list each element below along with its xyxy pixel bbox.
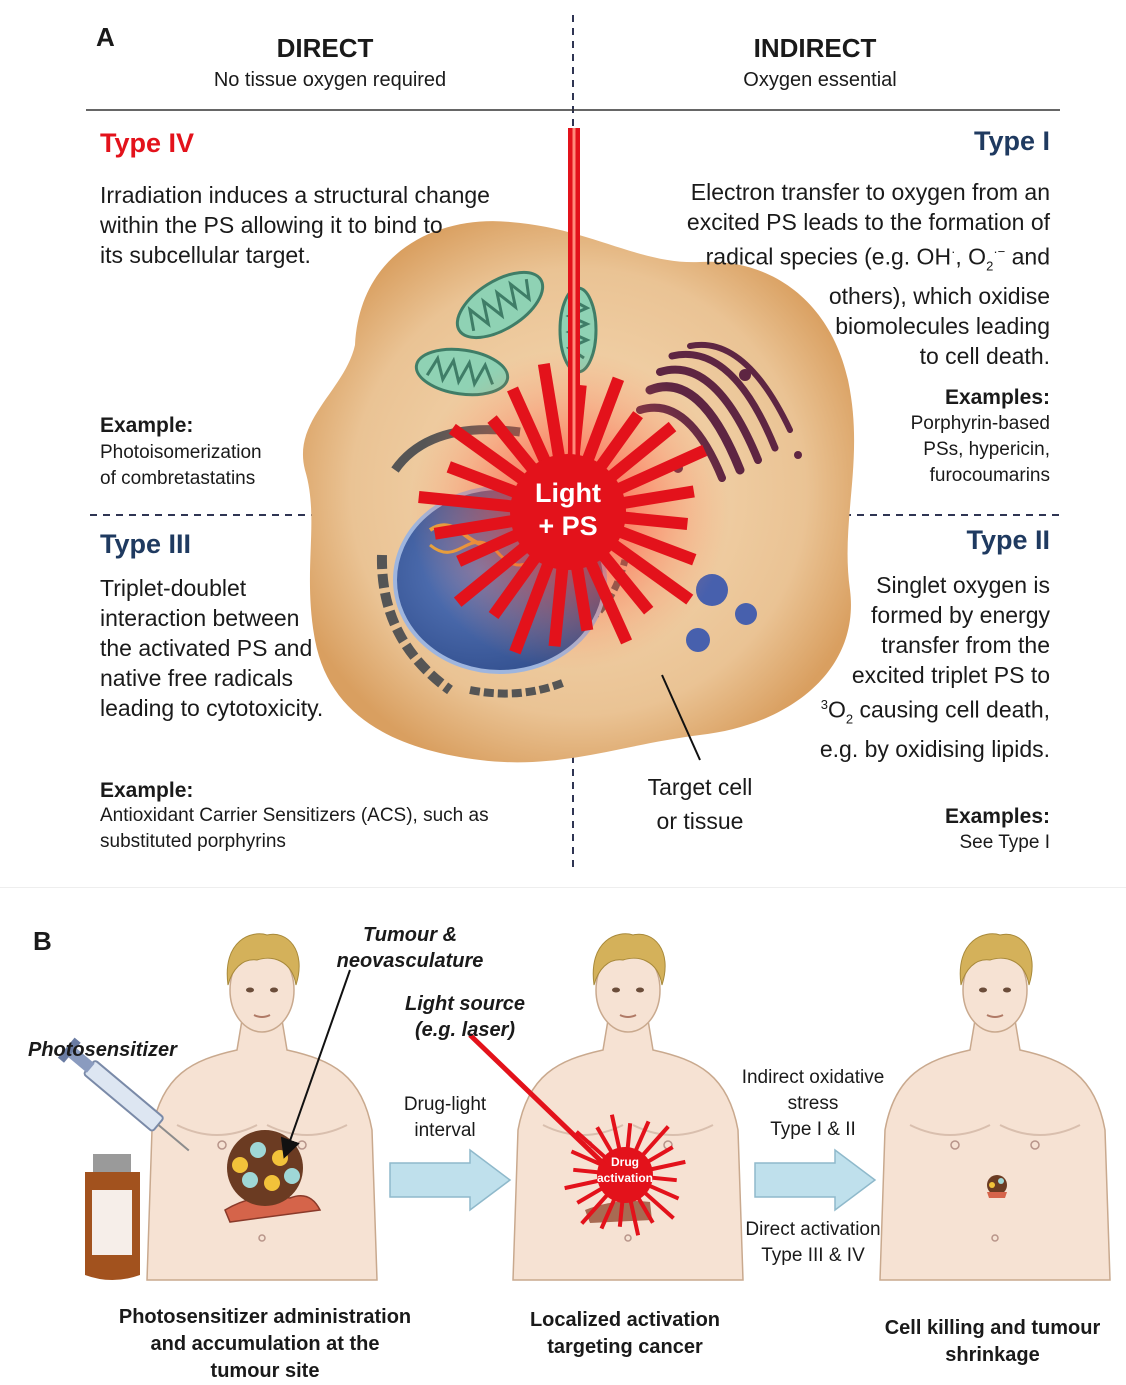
drug-light-interval-label: Drug-light interval xyxy=(385,1092,505,1144)
type-ii-title: Type II xyxy=(850,525,1050,556)
type-iv-example-title: Example: xyxy=(100,414,193,438)
type-iii-title: Type III xyxy=(100,529,191,560)
patient-3 xyxy=(880,934,1110,1280)
patient-illustrations xyxy=(0,880,1126,1300)
tumour-label: Tumour & neovasculature xyxy=(310,922,510,974)
shrunk-tumour xyxy=(987,1175,1007,1198)
type-iv-title: Type IV xyxy=(100,128,194,159)
patient-1 xyxy=(147,934,377,1280)
drug-activation-label: Drug activation xyxy=(590,1154,660,1186)
photosensitizer-label: Photosensitizer xyxy=(28,1039,177,1062)
type-iii-description: Triplet-doublet interaction between the … xyxy=(100,573,400,723)
type-iii-example: Antioxidant Carrier Sensitizers (ACS), s… xyxy=(100,803,560,855)
type-ii-example: See Type I xyxy=(850,830,1050,856)
type-i-title: Type I xyxy=(850,126,1050,157)
stage-1-caption: Photosensitizer administration and accum… xyxy=(80,1304,450,1385)
arrow-1 xyxy=(390,1150,510,1210)
arrow-2 xyxy=(755,1150,875,1210)
target-cell-label: Target cell or tissue xyxy=(600,770,800,838)
indirect-stress-label: Indirect oxidative stress Type I & II xyxy=(718,1065,908,1143)
type-i-example-title: Examples: xyxy=(850,386,1050,410)
stage-2-caption: Localized activation targeting cancer xyxy=(500,1307,750,1361)
light-source-label: Light source (e.g. laser) xyxy=(385,991,545,1043)
type-i-description: Electron transfer to oxygen from an exci… xyxy=(600,177,1050,371)
type-ii-example-title: Examples: xyxy=(850,805,1050,829)
type-iv-description: Irradiation induces a structural change … xyxy=(100,180,550,270)
type-ii-description: Singlet oxygen is formed by energy trans… xyxy=(740,570,1050,764)
direct-activation-label: Direct activation Type III & IV xyxy=(718,1217,908,1269)
type-iii-example-title: Example: xyxy=(100,779,193,803)
light-ps-label: Light + PS xyxy=(510,477,626,543)
vial xyxy=(85,1154,140,1280)
type-i-example: Porphyrin-based PSs, hypericin, furocoum… xyxy=(800,411,1050,489)
type-iv-example: Photoisomerization of combretastatins xyxy=(100,440,262,492)
stage-3-caption: Cell killing and tumour shrinkage xyxy=(860,1315,1125,1369)
